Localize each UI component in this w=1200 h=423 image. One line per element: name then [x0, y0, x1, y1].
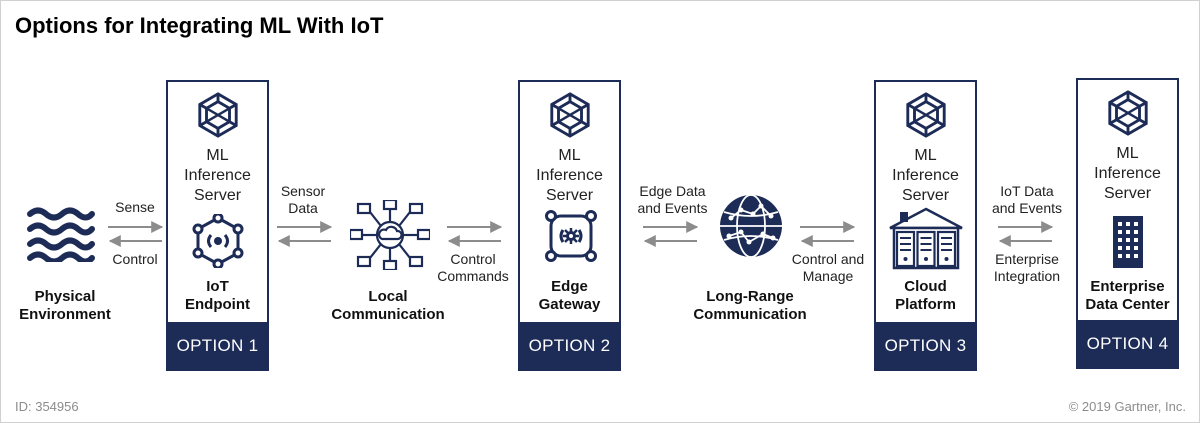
waves-icon	[27, 207, 95, 262]
hexagon-cube-icon	[903, 92, 949, 138]
page-title: Options for Integrating ML With IoT	[15, 13, 384, 38]
cloud-network-icon	[350, 200, 430, 270]
copyright: © 2019 Gartner, Inc.	[1068, 399, 1186, 414]
hexagon-cube-icon	[1105, 90, 1151, 136]
sense-label: Sense	[115, 199, 155, 215]
control-commands-arrows	[447, 221, 503, 247]
server-house-icon	[889, 207, 963, 270]
control-label: Control	[112, 251, 158, 267]
hexagon-cube-icon	[195, 92, 241, 138]
option-4-band: OPTION 4	[1078, 320, 1177, 367]
office-building-icon	[1113, 216, 1143, 268]
option-3-band: OPTION 3	[876, 322, 975, 369]
option-1-band: OPTION 1	[168, 322, 267, 369]
globe-network-icon	[720, 194, 782, 258]
iot-chip-icon	[192, 214, 244, 268]
control-manage-arrows	[800, 221, 856, 247]
iot-data-arrows	[998, 221, 1054, 247]
sense-control-arrows	[108, 221, 164, 247]
option-2-band: OPTION 2	[520, 322, 619, 369]
edge-data-arrows	[643, 221, 699, 247]
hexagon-cube-icon	[547, 92, 593, 138]
gear-gateway-icon	[545, 210, 597, 262]
sensor-data-arrows	[277, 221, 333, 247]
document-id: ID: 354956	[15, 399, 79, 414]
